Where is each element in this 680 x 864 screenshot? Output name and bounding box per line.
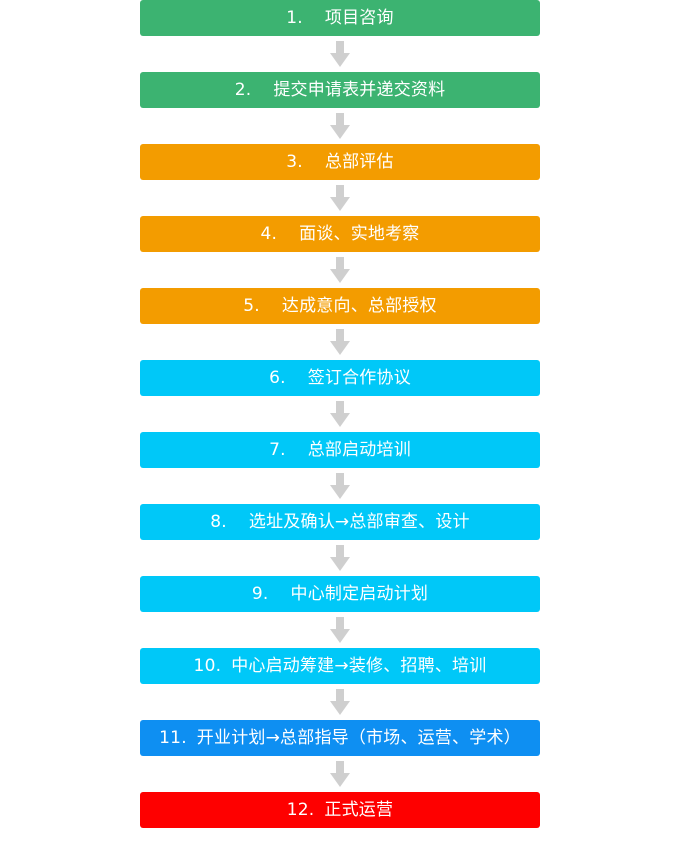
- step-number: 10.: [193, 656, 222, 676]
- step-label: 提交申请表并递交资料: [273, 80, 446, 100]
- step-1: 1. 项目咨询: [140, 0, 540, 36]
- down-arrow-icon: [140, 468, 540, 504]
- step-10: 10. 中心启动筹建→装修、招聘、培训: [140, 648, 540, 684]
- step-number: 11.: [159, 728, 187, 748]
- step-9: 9. 中心制定启动计划: [140, 576, 540, 612]
- down-arrow-icon: [140, 612, 540, 648]
- step-7: 7. 总部启动培训: [140, 432, 540, 468]
- step-number: 1.: [286, 8, 303, 28]
- down-arrow-icon: [140, 252, 540, 288]
- step-number: 7.: [269, 440, 286, 460]
- down-arrow-icon: [140, 684, 540, 720]
- down-arrow-icon: [140, 108, 540, 144]
- step-5: 5. 达成意向、总部授权: [140, 288, 540, 324]
- step-label: 选址及确认→总部审查、设计: [248, 512, 470, 532]
- step-2: 2. 提交申请表并递交资料: [140, 72, 540, 108]
- step-number: 3.: [286, 152, 303, 172]
- step-8: 8. 选址及确认→总部审查、设计: [140, 504, 540, 540]
- step-number: 4.: [260, 224, 278, 244]
- step-label: 项目咨询: [324, 8, 394, 28]
- step-label: 总部评估: [324, 152, 394, 172]
- step-number: 6.: [269, 368, 286, 388]
- step-12: 12. 正式运营: [140, 792, 540, 828]
- process-flowchart: 1. 项目咨询 2. 提交申请表并递交资料 3. 总部评估 4. 面谈、实地考察 5. 达成意向、…: [140, 0, 540, 828]
- down-arrow-icon: [140, 540, 540, 576]
- down-arrow-icon: [140, 324, 540, 360]
- step-label: 正式运营: [324, 800, 394, 820]
- step-3: 3. 总部评估: [140, 144, 540, 180]
- step-label: 中心制定启动计划: [290, 584, 429, 604]
- step-number: 12.: [286, 800, 315, 820]
- step-number: 5.: [243, 296, 260, 316]
- step-label: 总部启动培训: [307, 440, 411, 460]
- step-4: 4. 面谈、实地考察: [140, 216, 540, 252]
- step-label: 达成意向、总部授权: [281, 296, 437, 316]
- step-label: 面谈、实地考察: [299, 224, 420, 244]
- step-number: 8.: [210, 512, 227, 532]
- down-arrow-icon: [140, 396, 540, 432]
- down-arrow-icon: [140, 756, 540, 792]
- step-label: 中心启动筹建→装修、招聘、培训: [231, 656, 487, 676]
- step-number: 9.: [251, 584, 269, 604]
- down-arrow-icon: [140, 36, 540, 72]
- step-11: 11. 开业计划→总部指导（市场、运营、学术）: [140, 720, 540, 756]
- step-label: 签订合作协议: [307, 368, 411, 388]
- step-6: 6. 签订合作协议: [140, 360, 540, 396]
- down-arrow-icon: [140, 180, 540, 216]
- step-number: 2.: [234, 80, 252, 100]
- step-label: 开业计划→总部指导（市场、运营、学术）: [196, 728, 521, 748]
